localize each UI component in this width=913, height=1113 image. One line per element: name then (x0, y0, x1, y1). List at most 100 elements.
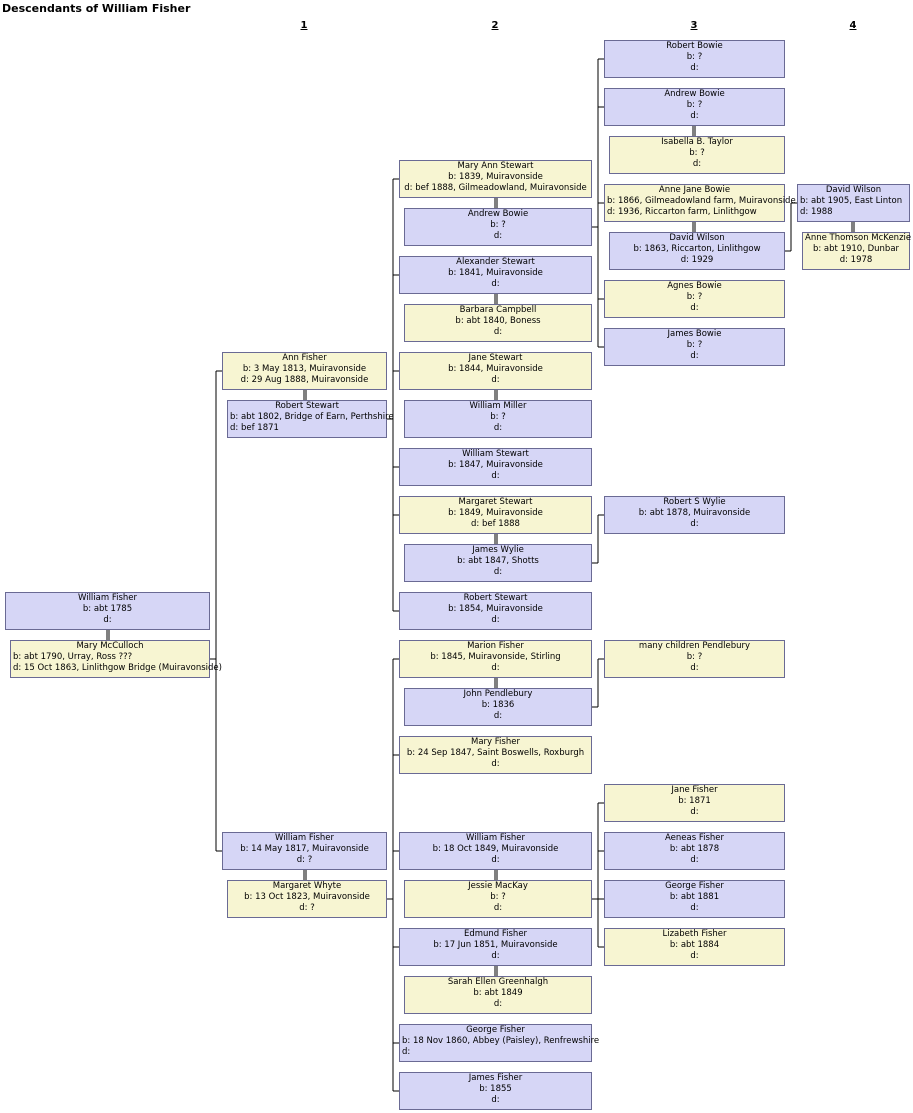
death-info: d: (690, 951, 699, 961)
person-name: William Miller (469, 401, 527, 411)
person-name: William Fisher (274, 833, 335, 843)
death-info: d: (493, 327, 503, 337)
person-name: Mary Fisher (471, 737, 520, 747)
birth-info: b: 18 Nov 1860, Abbey (Paisley), Renfrew… (402, 1036, 600, 1046)
person-name: Mary McCulloch (76, 641, 144, 651)
death-info: d: (690, 663, 699, 673)
birth-info: b: abt 1881 (669, 892, 720, 902)
page-title: Descendants of William Fisher (2, 2, 191, 15)
birth-info: b: 18 Oct 1849, Muiravonside (432, 844, 559, 854)
death-info: d: ? (299, 903, 315, 913)
birth-info: b: 1839, Muiravonside (448, 172, 543, 182)
generation-header-3: 3 (690, 20, 698, 31)
birth-info: b: 17 Jun 1851, Muiravonside (433, 940, 558, 950)
person-name: Isabella B. Taylor (661, 137, 733, 147)
person-name: David Wilson (669, 233, 725, 243)
person-name: Marion Fisher (467, 641, 524, 651)
birth-info: b: abt 1878, Muiravonside (638, 508, 751, 518)
person-name: Margaret Stewart (458, 497, 533, 507)
death-info: d: (491, 615, 500, 625)
birth-info: b: ? (686, 52, 703, 62)
birth-info: b: ? (490, 892, 506, 902)
person-name: Sarah Ellen Greenhalgh (447, 977, 549, 987)
birth-info: b: ? (490, 412, 506, 422)
death-info: d: (493, 711, 503, 721)
person-name: Alexander Stewart (456, 257, 535, 267)
death-info: d: 1978 (839, 255, 873, 265)
person-name: George Fisher (466, 1025, 525, 1035)
birth-info: b: 1836 (481, 700, 515, 710)
birth-info: b: ? (686, 340, 703, 350)
birth-info: b: 1844, Muiravonside (448, 364, 543, 374)
person-name: Robert Bowie (666, 41, 723, 51)
birth-info: b: abt 1910, Dunbar (812, 244, 900, 254)
person-name: William Fisher (465, 833, 526, 843)
death-info: d: (690, 351, 699, 361)
birth-info: b: 13 Oct 1823, Muiravonside (244, 892, 370, 902)
person-name: Ann Fisher (282, 353, 327, 363)
birth-info: b: abt 1878 (669, 844, 720, 854)
death-info: d: (692, 159, 702, 169)
birth-info: b: abt 1785 (82, 604, 133, 614)
person-name: William Fisher (77, 593, 138, 603)
person-name: John Pendlebury (463, 689, 533, 699)
death-info: d: (491, 855, 500, 865)
person-name: Jane Stewart (468, 353, 523, 363)
birth-info: b: abt 1802, Bridge of Earn, Perthshire (230, 412, 394, 422)
death-info: d: (402, 1047, 411, 1057)
death-info: d: (690, 807, 699, 817)
person-name: Edmund Fisher (463, 929, 528, 939)
birth-info: b: ? (490, 220, 506, 230)
person-name: James Wylie (472, 545, 524, 555)
person-name: Andrew Bowie (664, 89, 725, 99)
death-info: d: 1936, Riccarton farm, Linlithgow (607, 207, 757, 217)
death-info: d: (491, 759, 500, 769)
person-name: Agnes Bowie (667, 281, 722, 291)
death-info: d: bef 1871 (230, 423, 279, 433)
death-info: d: 1988 (800, 207, 833, 217)
death-info: d: (491, 663, 500, 673)
